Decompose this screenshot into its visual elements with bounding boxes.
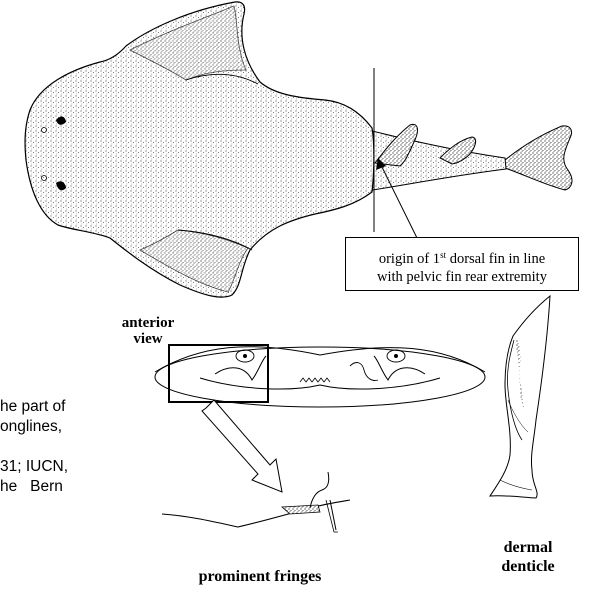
- callout-line1-pre: origin of 1: [379, 251, 440, 267]
- dermal-label-line2: denticle: [485, 557, 571, 576]
- dermal-denticle-drawing: [490, 296, 550, 498]
- anterior-label-line1: anterior: [108, 315, 188, 331]
- body-text-line3: 31; IUCN,: [0, 458, 68, 476]
- dorsal-fin-callout: origin of 1st dorsal fin in line with pe…: [345, 237, 579, 291]
- anterior-label-line2: view: [108, 331, 188, 347]
- callout-line2: with pelvic fin rear extremity: [377, 269, 547, 285]
- dermal-label-line1: dermal: [485, 538, 571, 557]
- body-text-line1: he part of: [0, 398, 66, 416]
- mouth-view-drawing: [155, 345, 485, 492]
- callout-line1-post: dorsal fin in line: [446, 251, 545, 267]
- zoom-arrow: [202, 400, 282, 492]
- body-text-line2: onglines,: [0, 418, 62, 436]
- anterior-view-label: anterior view: [108, 315, 188, 347]
- dermal-denticle-label: dermal denticle: [485, 538, 571, 576]
- prominent-fringes-label: prominent fringes: [150, 569, 370, 585]
- body-text-line4: he Bern: [0, 478, 63, 496]
- head-outline: [155, 347, 485, 407]
- caudal-fin: [505, 126, 572, 190]
